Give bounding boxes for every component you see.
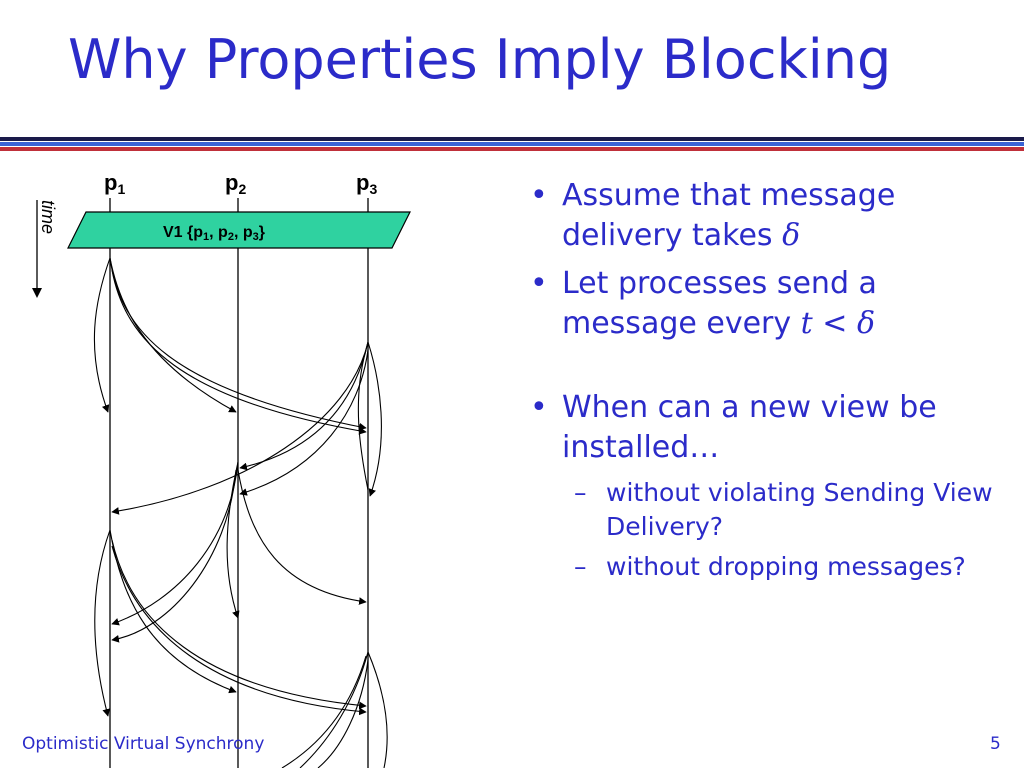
page-number: 5 — [990, 734, 1001, 754]
msg-p3-to-p1-c — [281, 655, 367, 768]
message-timeline-diagram: p1 p2 p3 time V1 {p1, p2, p3} — [32, 170, 411, 768]
msg-p3-to-p3-b — [357, 349, 369, 491]
msg-p3-to-p2-b — [239, 349, 369, 496]
subbullet-item: – without dropping messages? — [530, 550, 1000, 584]
msg-p1-to-p3-a — [109, 257, 367, 431]
less-than: < — [822, 306, 848, 341]
subbullet-item: – without violating Sending View Deliver… — [530, 476, 1000, 544]
msg-p3-to-p2-c — [299, 651, 369, 768]
process-label-p3: p3 — [356, 170, 377, 197]
divider-blue — [0, 142, 1024, 146]
delta-symbol: δ — [782, 218, 801, 253]
divider-red — [0, 147, 1024, 151]
bullet-marker: • — [530, 178, 548, 213]
msg-p1-to-p3-d — [111, 545, 367, 716]
msg-p1-to-p3-c — [111, 539, 367, 710]
msg-p2-to-p1-b — [111, 469, 237, 643]
msg-p3-to-p2-a — [239, 341, 369, 471]
process-label-p2: p2 — [225, 170, 246, 197]
bullet-text: Assume that message delivery takes — [562, 178, 896, 253]
bullet-marker: • — [530, 390, 548, 425]
msg-p1-to-p2-a — [109, 257, 237, 413]
msg-p2-to-p3-a — [237, 469, 367, 605]
subbullet-text: without dropping messages? — [606, 552, 966, 581]
msg-p1-to-p1-a — [93, 257, 111, 413]
subbullet-text: without violating Sending View Delivery? — [606, 478, 993, 541]
subbullet-marker: – — [574, 552, 587, 581]
msg-p3-to-p3-a — [367, 341, 382, 497]
divider-dark — [0, 137, 1024, 141]
bullet-text: When can a new view be installed… — [562, 390, 937, 465]
delta-symbol: δ — [856, 306, 876, 341]
msg-p1-to-p3-b — [111, 269, 367, 435]
msg-p3-to-p2-d — [317, 659, 369, 768]
view-label: V1 {p1, p2, p3} — [163, 224, 265, 243]
bullet-list: • Assume that message delivery takes δ •… — [530, 176, 1000, 590]
bullet-marker: • — [530, 266, 548, 301]
t-symbol: t — [800, 306, 813, 341]
msg-p1-to-p1-b — [94, 529, 111, 717]
time-arrowhead — [32, 288, 42, 298]
footer-title: Optimistic Virtual Synchrony — [22, 734, 265, 754]
bullet-item: • Let processes send a message every t <… — [530, 264, 1000, 344]
bullet-text: Let processes send a message every — [562, 266, 877, 341]
bullet-item: • Assume that message delivery takes δ — [530, 176, 1000, 256]
msg-p3-to-p1-a — [111, 341, 369, 515]
time-label: time — [38, 200, 58, 234]
msg-p3-to-p3-c — [367, 651, 388, 768]
subbullet-marker: – — [574, 478, 587, 507]
view-parallelogram — [67, 211, 411, 249]
slide-title: Why Properties Imply Blocking — [68, 28, 892, 91]
msg-p2-to-p2-a — [226, 461, 240, 619]
bullet-item: • When can a new view be installed… — [530, 388, 1000, 468]
process-label-p1: p1 — [104, 170, 125, 197]
